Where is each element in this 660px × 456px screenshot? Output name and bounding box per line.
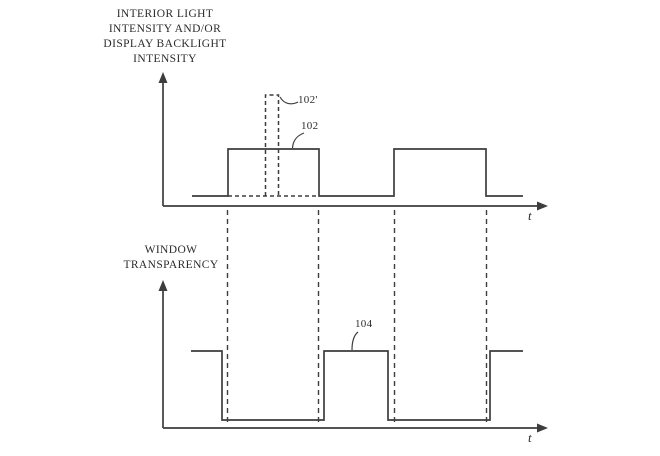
bottom-x-axis-label: t (528, 430, 532, 445)
intensity-y-axis-arrowhead (158, 72, 168, 83)
bottom-chart-title: WINDOW TRANSPARENCY (106, 243, 236, 273)
top-chart-title-line-2: INTENSITY AND/OR (108, 23, 222, 35)
transparency-y-axis-arrowhead (158, 280, 168, 291)
top-chart-title: INTERIOR LIGHT INTENSITY AND/OR DISPLAY … (100, 7, 230, 67)
top-chart-title-line-4: INTENSITY (133, 53, 197, 65)
waveform-window-transparency (191, 350, 523, 421)
intensity-leader-line-102-prime (279, 96, 299, 105)
intensity-x-axis-arrowhead (537, 201, 548, 211)
waveform-interior-light-intensity (192, 148, 523, 197)
dashed-pulse-102-prime (264, 94, 280, 196)
ref-label-104: 104 (355, 318, 373, 330)
bottom-chart-title-line-1: WINDOW (144, 244, 198, 256)
ref-label-102-prime: 102' (298, 94, 318, 106)
intensity-leader-line-102 (291, 132, 305, 149)
top-chart-title-line-1: INTERIOR LIGHT (116, 8, 214, 20)
ref-label-102: 102 (301, 120, 319, 132)
transparency-leader-line-104 (351, 331, 359, 351)
top-x-axis-label: t (528, 208, 532, 223)
top-chart-title-line-3: DISPLAY BACKLIGHT (103, 38, 227, 50)
transparency-x-axis-arrowhead (537, 423, 548, 433)
bottom-chart-title-line-2: TRANSPARENCY (123, 259, 219, 271)
